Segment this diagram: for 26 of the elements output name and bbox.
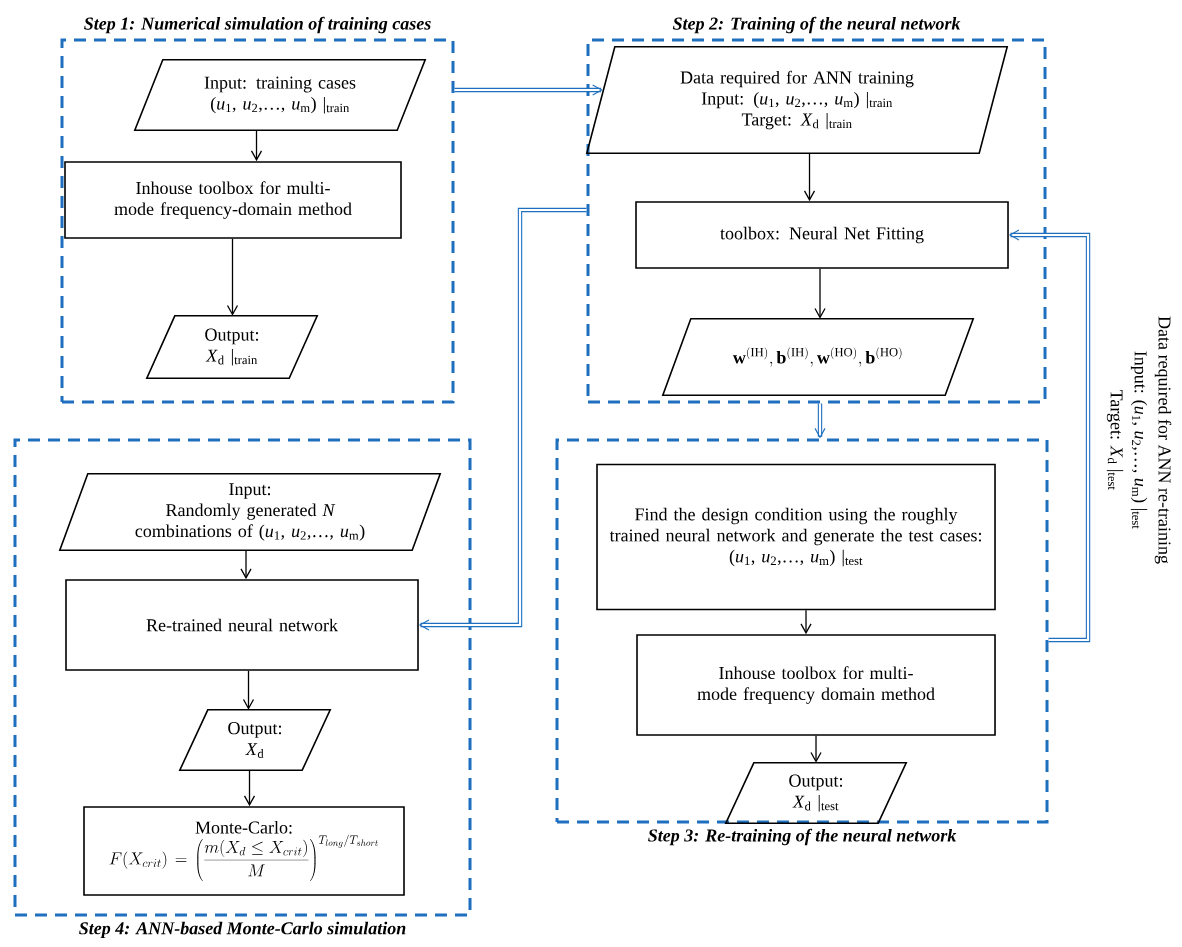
step-title: Step 2: Training of the neural network xyxy=(672,16,961,34)
process-box: Inhouse toolbox for multi-mode frequency-domain method xyxy=(64,161,402,239)
process-box: Find the design condition using the roughly trained neural network and generate the test cases: (u$_{1}$, u$_{2}$,…, u$_{m}$) |$_{test}$ xyxy=(596,463,996,611)
arrow xyxy=(814,268,826,319)
arrow xyxy=(226,238,239,316)
arrow xyxy=(240,549,252,580)
arrow xyxy=(814,403,826,439)
process-box: toolbox: Neural Net Fitting xyxy=(635,201,1009,269)
side-note: Input: (u$_{1}$, u$_{2}$,…, u$_{m}$) |$_{test}$ xyxy=(1130,351,1148,529)
process-box: Monte-Carlo: $F(X_{crit}) = \left(\frac{m(X_d \le X_{crit})}{M}\right)^{T_{long}/T_{short}}$ xyxy=(83,806,405,896)
step-title: Step 3: Re-training of the neural network xyxy=(648,828,957,846)
side-note: Data required for ANN re-training xyxy=(1154,316,1172,564)
step-title: Step 4: ANN-based Monte-Carlo simulation xyxy=(79,921,406,939)
arrow xyxy=(418,207,587,631)
step-title: Step 1: Numerical simulation of training cases xyxy=(84,16,431,34)
arrow xyxy=(810,735,822,763)
arrow xyxy=(243,769,256,807)
process-box: Inhouse toolbox for multi-mode frequency domain method xyxy=(636,634,996,736)
arrow xyxy=(1008,229,1091,643)
process-box: Re-trained neural network xyxy=(65,579,419,671)
arrow xyxy=(800,609,812,635)
arrow xyxy=(250,129,263,162)
arrow xyxy=(242,670,255,710)
arrow xyxy=(803,152,816,202)
arrow xyxy=(454,84,603,96)
side-note: Target: X$_{d}$ |$_{test}$ xyxy=(1106,389,1124,490)
